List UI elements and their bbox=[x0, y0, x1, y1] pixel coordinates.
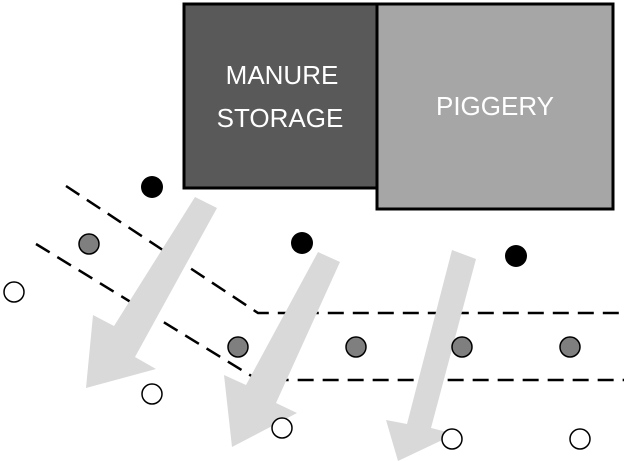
black-dot bbox=[291, 232, 313, 254]
piggery-building: PIGGERY bbox=[375, 2, 615, 211]
gray-dot bbox=[345, 336, 367, 358]
flow-arrow-left bbox=[86, 197, 217, 388]
flow-arrow-right bbox=[386, 250, 476, 461]
piggery-box bbox=[375, 2, 615, 211]
gray-dot bbox=[559, 336, 581, 358]
manure-storage-building: MANURE STORAGE bbox=[182, 2, 382, 190]
white-dot bbox=[271, 417, 293, 439]
flow-arrow-middle bbox=[224, 252, 340, 447]
black-dot bbox=[141, 176, 163, 198]
black-dot bbox=[505, 245, 527, 267]
gray-dot bbox=[78, 233, 100, 255]
piggery-label: PIGGERY bbox=[436, 91, 554, 121]
gray-dot bbox=[227, 336, 249, 358]
manure-storage-label-line1: MANURE bbox=[226, 60, 339, 90]
manure-storage-box bbox=[182, 2, 382, 190]
manure-storage-label-line2: STORAGE bbox=[217, 103, 344, 133]
dashed-boundary-upper bbox=[65, 184, 624, 315]
white-dot bbox=[141, 383, 163, 405]
gray-dot bbox=[451, 336, 473, 358]
white-dot bbox=[3, 281, 25, 303]
white-dot bbox=[441, 428, 463, 450]
white-dot bbox=[569, 428, 591, 450]
